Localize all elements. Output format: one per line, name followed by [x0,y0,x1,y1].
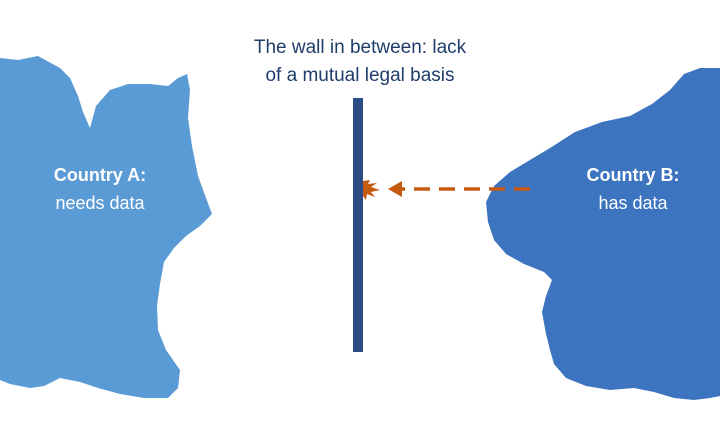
country-a-name: Country A: [53,165,147,185]
country-a-description: needs data [55,193,145,213]
request-arrow-head [388,181,402,197]
country-b-description: has data [598,193,668,213]
country-b-name: Country B: [586,165,680,185]
wall-bar [353,98,363,352]
wall-caption-line-1: The wall in between: lack [253,37,467,58]
country-a-shape [0,56,212,398]
country-b-shape [486,68,720,400]
country-b-label: Country B: has data [563,161,703,217]
impact-burst-icon [363,180,380,200]
wall-caption: The wall in between: lack of a mutual le… [210,34,510,90]
wall-caption-line-2: of a mutual legal basis [265,65,455,86]
country-a-label: Country A: needs data [30,161,170,217]
